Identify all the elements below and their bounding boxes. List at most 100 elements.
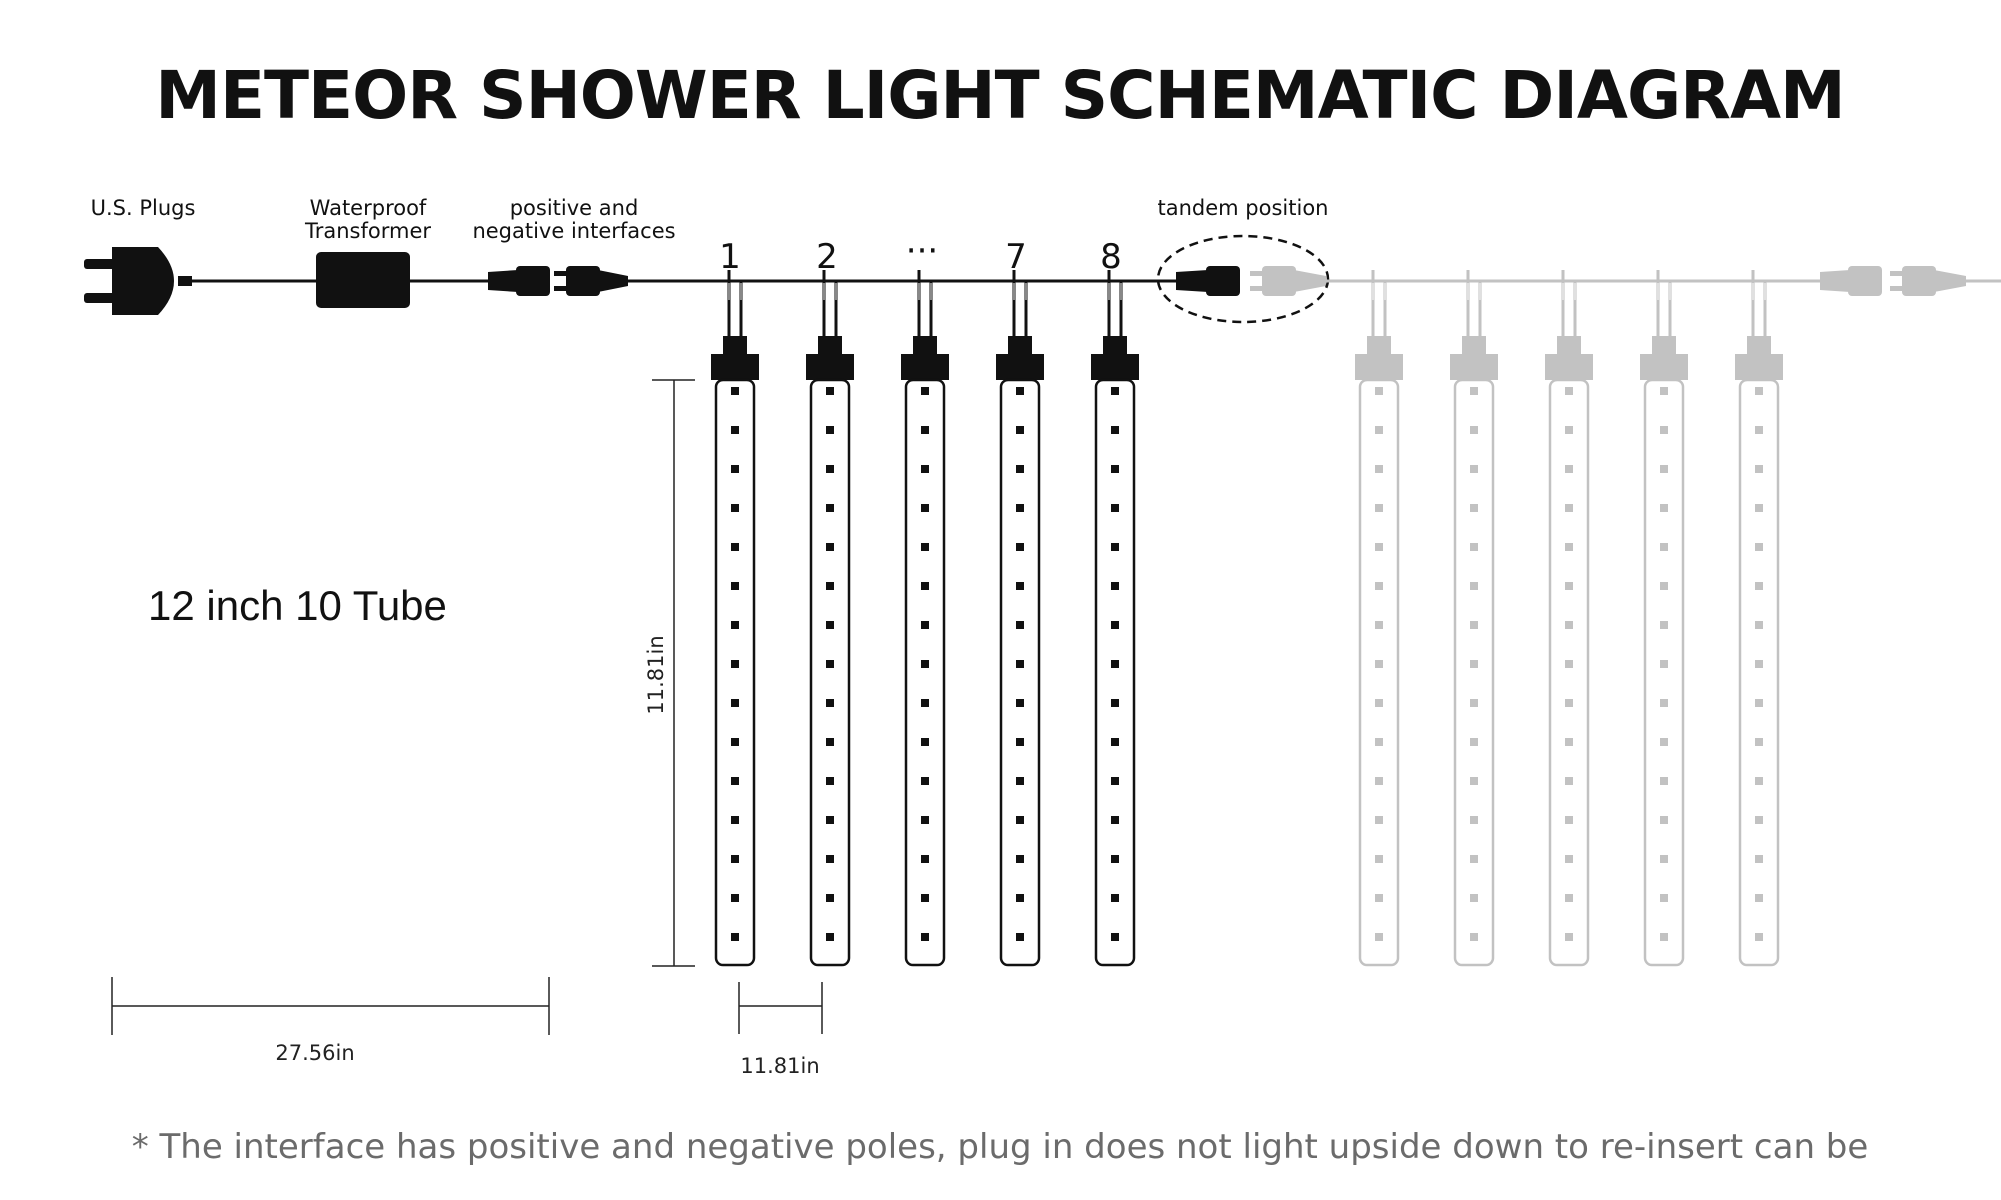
led-dot [1375, 738, 1383, 746]
led-dot [1755, 738, 1763, 746]
led-dot [1375, 621, 1383, 629]
led-dot [921, 504, 929, 512]
extension-tube-1 [1355, 270, 1403, 967]
led-dot [826, 426, 834, 434]
active-tube-connector [723, 336, 747, 356]
led-dot [1016, 933, 1024, 941]
led-dot [921, 387, 929, 395]
led-dot [1470, 894, 1478, 902]
led-dot [1470, 504, 1478, 512]
led-dot [731, 543, 739, 551]
led-dot [1470, 699, 1478, 707]
active-tube-5 [1091, 270, 1139, 967]
active-tube-body [714, 378, 756, 967]
active-tube-body [809, 378, 851, 967]
led-dot [1470, 465, 1478, 473]
led-dot [921, 465, 929, 473]
interfaces-label-line1: positive and [510, 196, 639, 220]
led-dot [921, 855, 929, 863]
extension-tube-body [1548, 378, 1590, 967]
led-dot [1111, 504, 1119, 512]
led-dot [1565, 426, 1573, 434]
led-dot [826, 543, 834, 551]
extension-tube-body [1738, 378, 1780, 967]
led-dot [1111, 465, 1119, 473]
led-dot [1565, 465, 1573, 473]
extension-tube-body [1358, 378, 1400, 967]
diagram-title: METEOR SHOWER LIGHT SCHEMATIC DIAGRAM [155, 57, 1844, 134]
led-dot [1565, 894, 1573, 902]
led-dot [1016, 543, 1024, 551]
led-dot [731, 894, 739, 902]
led-dot [1111, 660, 1119, 668]
led-dot [1660, 777, 1668, 785]
led-dot [1755, 543, 1763, 551]
led-dot [921, 660, 929, 668]
led-dot [1660, 660, 1668, 668]
tube-spacing-dimension [738, 982, 823, 1034]
active-tube-cap [806, 354, 854, 380]
product-spec-text: 12 inch 10 Tube [148, 582, 447, 629]
led-dot [1375, 855, 1383, 863]
led-dot [1470, 660, 1478, 668]
led-dot [1660, 426, 1668, 434]
led-dot [1565, 816, 1573, 824]
led-dot [1375, 777, 1383, 785]
led-dot [1470, 777, 1478, 785]
led-dot [1660, 855, 1668, 863]
led-dot [1111, 387, 1119, 395]
tube-height-dimension [652, 379, 695, 967]
led-dot [731, 816, 739, 824]
led-dot [921, 816, 929, 824]
extension-tube-2 [1450, 270, 1498, 967]
transformer-label-line1: Waterproof [310, 196, 427, 220]
led-dot [1660, 894, 1668, 902]
led-dot [1375, 699, 1383, 707]
led-dot [1470, 855, 1478, 863]
tube-height-label: 11.81in [644, 635, 668, 714]
active-tube-body [999, 378, 1041, 967]
led-dot [1755, 426, 1763, 434]
led-dot [1111, 894, 1119, 902]
extension-tube-3 [1545, 270, 1593, 967]
extension-tube-run [1326, 270, 1822, 967]
led-dot [826, 660, 834, 668]
active-tube-cap [996, 354, 1044, 380]
us-plug-icon [84, 247, 192, 315]
extension-end-female-connector-icon [1820, 266, 1882, 296]
led-dot [1111, 582, 1119, 590]
led-dot [826, 777, 834, 785]
led-dot [1111, 621, 1119, 629]
led-dot [1016, 465, 1024, 473]
tube-number-2: 2 [816, 237, 838, 277]
tandem-connector-active-icon [1176, 266, 1240, 296]
extension-tube-5 [1735, 270, 1783, 967]
led-dot [1111, 426, 1119, 434]
extension-tube-connector [1367, 336, 1391, 356]
led-dot [1016, 816, 1024, 824]
led-dot [1375, 387, 1383, 395]
extension-tube-4 [1640, 270, 1688, 967]
led-dot [1016, 660, 1024, 668]
active-tube-body [1094, 378, 1136, 967]
led-dot [1375, 816, 1383, 824]
led-dot [826, 894, 834, 902]
extension-tube-cap [1355, 354, 1403, 380]
led-dot [1660, 465, 1668, 473]
led-dot [1565, 504, 1573, 512]
led-dot [826, 816, 834, 824]
led-dot [1660, 582, 1668, 590]
led-dot [826, 738, 834, 746]
female-connector-icon [488, 266, 550, 296]
led-dot [1565, 621, 1573, 629]
led-dot [1660, 816, 1668, 824]
led-dot [1660, 699, 1668, 707]
led-dot [921, 777, 929, 785]
active-tube-cap [711, 354, 759, 380]
led-dot [731, 465, 739, 473]
active-tube-connector [818, 336, 842, 356]
led-dot [826, 855, 834, 863]
led-dot [1016, 621, 1024, 629]
active-tube-cap [1091, 354, 1139, 380]
